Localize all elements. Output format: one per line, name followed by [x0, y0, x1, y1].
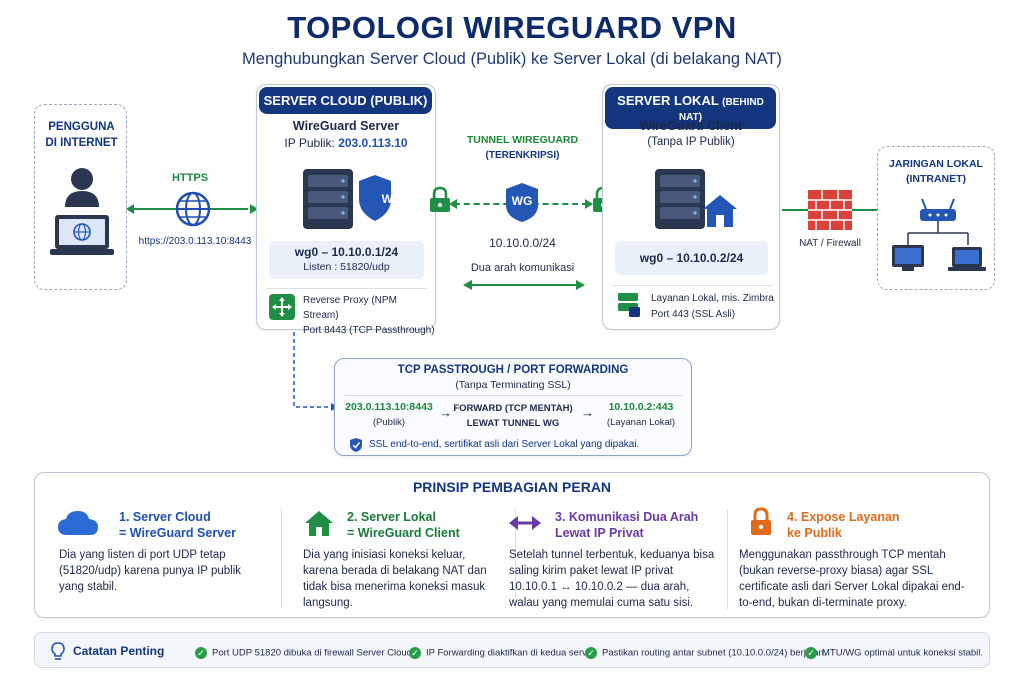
home-icon — [305, 511, 333, 536]
principle-1-text: Dia yang listen di port UDP tetap (51820… — [59, 549, 242, 593]
principle-3-title1: 3. Komunikasi Dua Arah — [555, 510, 699, 524]
ssl-shield-icon — [350, 438, 362, 452]
principle-2-title2: = WireGuard Client — [347, 526, 460, 540]
user-laptop-icon — [50, 168, 114, 255]
lan-box: JARINGAN LOKAL (INTRANET) — [877, 146, 995, 290]
pt-mid-2: LEWAT TUNNEL WG — [466, 418, 560, 429]
tunnel-subtitle: (TERENKRIPSI) — [485, 150, 560, 161]
cloud-server-header: SERVER CLOUD (PUBLIK) — [259, 87, 432, 114]
passthrough-connector — [293, 332, 338, 411]
cloud-server-name: WireGuard Server — [292, 119, 400, 133]
nat-label: NAT / Firewall — [799, 238, 861, 249]
https-label: HTTPS — [171, 172, 209, 184]
principle-2-title1: 2. Server Lokal — [347, 510, 436, 524]
local-server-home-icon — [655, 169, 737, 229]
bidir-arrowheads — [463, 280, 585, 290]
cloud-server-card: SERVER CLOUD (PUBLIK) WireGuard Server I… — [256, 84, 436, 336]
cloud-listen: Listen : 51820/udp — [303, 261, 390, 273]
principle-1-title2: = WireGuard Server — [119, 526, 236, 540]
principle-4-title1: 4. Expose Layanan — [787, 510, 900, 524]
principle-1-title1: 1. Server Cloud — [119, 510, 211, 524]
pt-dst-sub: (Layanan Lokal) — [606, 417, 676, 428]
cloud-ip-value: 203.0.113.10 — [338, 136, 408, 150]
pt-mid-1: FORWARD (TCP MENTAH) — [453, 403, 573, 414]
principle-3-title2: Lewat IP Privat — [555, 526, 644, 540]
bidirectional-arrow-icon — [509, 516, 541, 530]
check-icon: ✓ — [805, 646, 817, 659]
principles-title: PRINSIP PEMBAGIAN PERAN — [412, 479, 612, 495]
pt-arrow-2: → — [581, 405, 594, 420]
https-arrowheads — [126, 204, 258, 214]
passthrough-subtitle: (Tanpa Terminating SSL) — [455, 379, 571, 391]
principle-3-text: Setelah tunnel terbentuk, keduanya bisa … — [509, 549, 715, 609]
local-server-noip: (Tanpa IP Publik) — [647, 136, 735, 148]
user-label-2: DI INTERNET — [45, 137, 118, 149]
bidir-arrow — [470, 284, 578, 286]
lan-network-icon — [892, 198, 986, 271]
check-icon: ✓ — [409, 646, 421, 659]
user-box: PENGGUNA DI INTERNET — [34, 104, 127, 290]
note-3: Pastikan routing antar subnet (10.10.0.0… — [602, 647, 827, 659]
passthrough-title: TCP PASSTROUGH / PORT FORWARDING — [397, 364, 629, 376]
local-server-header: SERVER LOKAL (BEHIND NAT) — [605, 87, 776, 129]
local-wg0-box: wg0 – 10.10.0.2/24 — [615, 241, 768, 275]
https-url: https://203.0.113.10:8443 — [138, 236, 252, 247]
notes-bar: Catatan Penting ✓Port UDP 51820 dibuka d… — [34, 632, 990, 668]
pt-ssl-note: SSL end-to-end, sertifikat asli dari Ser… — [369, 439, 640, 450]
cloud-wg-badge: WG — [381, 192, 403, 206]
check-icon: ✓ — [585, 646, 597, 659]
cloud-wg0-box: wg0 – 10.10.0.1/24 Listen : 51820/udp — [269, 241, 424, 279]
cloud-proxy-line2: Port 8443 (TCP Passthrough) — [303, 325, 435, 336]
padlock-icon — [751, 507, 771, 535]
proxy-icon — [269, 294, 295, 320]
firewall-icon — [808, 190, 852, 230]
lan-label-2: (INTRANET) — [905, 173, 967, 185]
user-label-1: PENGGUNA — [48, 121, 115, 133]
cloud-icon — [58, 511, 98, 535]
tunnel-subnet: 10.10.0.0/24 — [489, 236, 556, 250]
pt-arrow-1: → — [439, 405, 452, 420]
lightbulb-icon — [51, 642, 65, 660]
cloud-wg0: wg0 – 10.10.0.1/24 — [294, 245, 399, 259]
local-service-line2: Port 443 (SSL Asli) — [651, 309, 736, 320]
cloud-server-rack-icon — [303, 169, 391, 229]
note-2: IP Forwarding diaktifkan di kedua server… — [426, 647, 598, 659]
principle-4-text: Menggunakan passthrough TCP mentah (buka… — [739, 549, 965, 609]
pt-src-sub: (Publik) — [372, 417, 406, 428]
lan-label-1: JARINGAN LOKAL — [889, 158, 983, 170]
lock-icon-left — [430, 186, 450, 212]
local-server-card: SERVER LOKAL (BEHIND NAT) WireGuard Clie… — [602, 84, 780, 330]
note-4: MTU/WG optimal untuk koneksi stabil. — [822, 647, 984, 659]
local-service-icon — [618, 293, 640, 317]
principles-panel: PRINSIP PEMBAGIAN PERAN 1. Server Cloud … — [34, 472, 990, 618]
principle-4-title2: ke Publik — [787, 526, 842, 540]
principle-2-text: Dia yang inisiasi koneksi keluar, karena… — [303, 549, 487, 609]
local-server-name: WireGuard Client — [640, 119, 742, 133]
cloud-ip-prefix: IP Publik: — [284, 136, 339, 150]
note-1: Port UDP 51820 dibuka di firewall Server… — [212, 647, 415, 659]
globe-icon — [175, 191, 211, 227]
tunnel-wg-shield-icon — [506, 183, 538, 222]
pt-src: 203.0.113.10:8443 — [345, 401, 433, 413]
tunnel-bidir: Dua arah komunikasi — [470, 262, 575, 274]
tunnel-wg-badge: WG — [511, 194, 533, 208]
cloud-proxy-line1: Reverse Proxy (NPM Stream) — [303, 295, 397, 321]
pt-dst: 10.10.0.2:443 — [608, 401, 674, 413]
tunnel-arrowheads — [449, 199, 593, 209]
local-wg0: wg0 – 10.10.0.2/24 — [639, 251, 744, 265]
check-icon: ✓ — [195, 646, 207, 659]
passthrough-box: TCP PASSTROUGH / PORT FORWARDING (Tanpa … — [334, 358, 692, 456]
local-header-main: SERVER LOKAL — [617, 93, 723, 108]
page-title: TOPOLOGI WIREGUARD VPN — [287, 10, 737, 45]
page-subtitle: Menghubungkan Server Cloud (Publik) ke S… — [242, 50, 782, 68]
local-service-line1: Layanan Lokal, mis. Zimbra — [651, 293, 774, 304]
tunnel-title: TUNNEL WIREGUARD — [466, 134, 579, 146]
local-header-sub: (BEHIND NAT) — [678, 97, 764, 123]
cloud-server-ip-line: IP Publik: 203.0.113.10 — [257, 136, 435, 150]
notes-title: Catatan Penting — [73, 644, 165, 658]
